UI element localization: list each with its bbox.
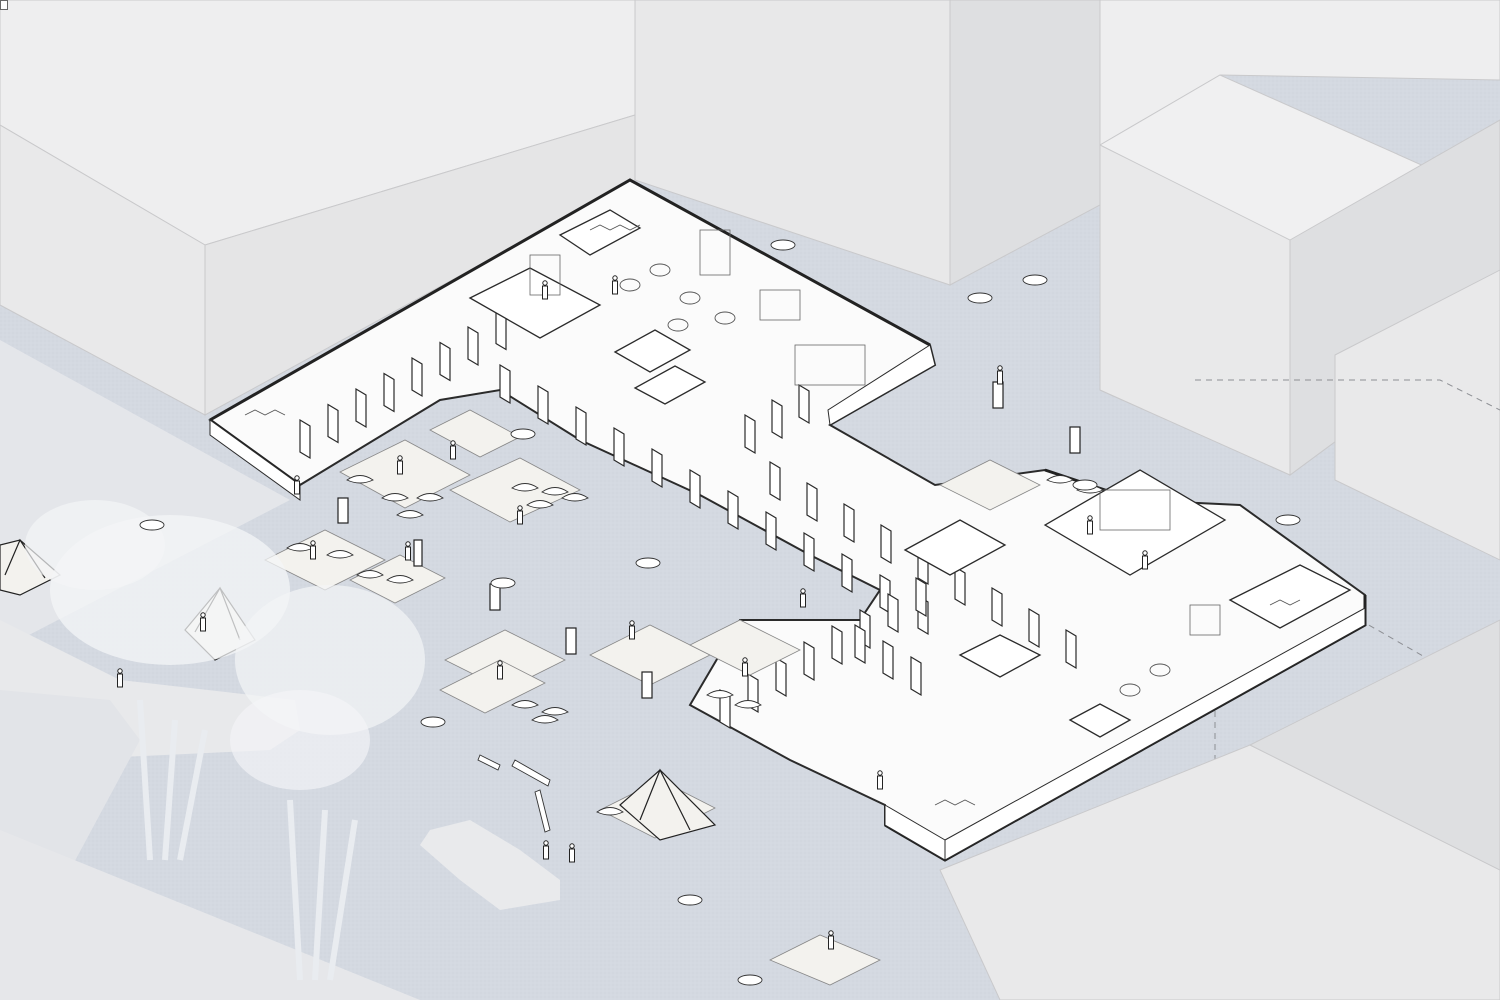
umbrella-table (734, 700, 762, 709)
umbrella-table (561, 493, 589, 502)
partition-wall (991, 586, 1003, 628)
interior-rooms (468, 209, 1352, 738)
person (828, 930, 834, 950)
person (997, 365, 1003, 385)
partition-wall (727, 489, 739, 531)
partition-wall (803, 531, 815, 573)
partition-wall (439, 341, 451, 382)
partition-wall (887, 592, 899, 634)
umbrella-table (356, 570, 384, 579)
partition-wall (613, 426, 625, 468)
umbrella-table (326, 550, 354, 559)
partition-wall (575, 405, 587, 447)
building-block-upper-left (0, 0, 636, 416)
person (612, 275, 618, 295)
umbrella-table (346, 475, 374, 484)
umbrella-table (511, 483, 539, 492)
building-block-lower-right (939, 619, 1500, 1000)
partition-wall (831, 624, 843, 666)
person (1087, 515, 1093, 535)
partition-wall (1028, 607, 1040, 649)
person-icon (117, 275, 1148, 950)
partition-wall (775, 656, 787, 698)
outdoor-pavers (264, 409, 1041, 986)
person (450, 440, 456, 460)
person (742, 657, 748, 677)
partition-wall (651, 447, 663, 489)
partition-wall (882, 639, 894, 681)
partition-wall (327, 403, 339, 444)
umbrella-table (396, 510, 424, 519)
park-curve (420, 820, 560, 910)
building-block-right (1334, 269, 1500, 561)
building-block-upper-middle (634, 0, 1101, 286)
umbrella-table (511, 700, 539, 709)
partition-wall (915, 576, 927, 618)
partition-wall (689, 468, 701, 510)
partition-wall (880, 523, 892, 565)
person (800, 588, 806, 608)
partition-wall (411, 356, 423, 398)
bookshelf-icon (529, 229, 1221, 636)
person (397, 455, 403, 475)
umbrella-table (1046, 475, 1074, 484)
partition-wall (1065, 628, 1077, 670)
umbrella-table (386, 575, 414, 584)
partition-wall (798, 383, 810, 425)
umbrella-table (541, 487, 569, 496)
partition-wall (843, 502, 855, 544)
perimeter-wall-faces (209, 344, 1366, 861)
person (200, 612, 206, 632)
partition-wall (771, 398, 783, 440)
partition-wall (744, 413, 756, 455)
corner-mark (0, 0, 8, 10)
person (543, 840, 549, 860)
person (629, 620, 635, 640)
partition-wall (806, 481, 818, 523)
bollard-icon (337, 381, 1081, 699)
staircase-icon (244, 224, 1301, 806)
partition-wall (854, 623, 866, 665)
umbrella-table (541, 707, 569, 716)
partition-wall (841, 552, 853, 594)
umbrella-table (706, 690, 734, 699)
partition-wall (499, 363, 511, 405)
partition-wall (299, 418, 311, 460)
partition-wall (383, 372, 395, 413)
corridor-partitions (299, 310, 1077, 730)
partition-wall (537, 384, 549, 426)
person (405, 541, 411, 561)
person (294, 475, 300, 495)
umbrella-table (531, 715, 559, 724)
person (497, 660, 503, 680)
person (517, 505, 523, 525)
person (1142, 550, 1148, 570)
person (877, 770, 883, 790)
tree-icon (25, 500, 425, 981)
partition-wall (467, 325, 479, 367)
person (310, 540, 316, 560)
person (542, 280, 548, 300)
partition-wall (954, 565, 966, 607)
partition-wall (769, 460, 781, 502)
person (117, 668, 123, 688)
umbrella-table (416, 493, 444, 502)
person (569, 843, 575, 863)
partition-wall (910, 655, 922, 697)
partition-wall (765, 510, 777, 552)
umbrella-table (526, 500, 554, 509)
benches (477, 754, 551, 833)
stepping-stones (139, 239, 1301, 986)
umbrella-table (381, 493, 409, 502)
partition-wall (355, 387, 367, 429)
umbrella-table (596, 807, 624, 816)
cafe-tables (619, 263, 1171, 697)
partition-wall (803, 640, 815, 682)
